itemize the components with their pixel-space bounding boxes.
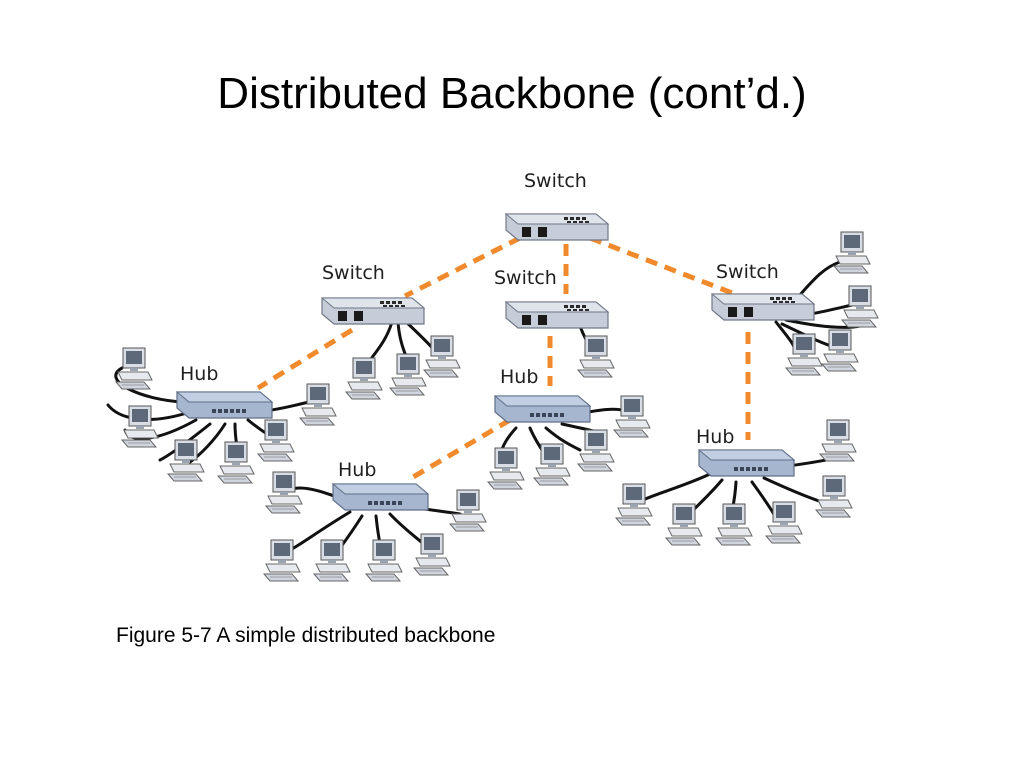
computer-icon <box>345 357 383 400</box>
label-switch-right: Switch <box>716 261 779 283</box>
computer-icon <box>665 503 703 546</box>
computer-icon <box>365 539 403 582</box>
label-hub-mid: Hub <box>500 366 538 388</box>
computer-icon <box>121 405 159 448</box>
computer-icon <box>821 329 859 372</box>
label-switch-mid: Switch <box>494 267 557 289</box>
slide-title: Distributed Backbone (cont’d.) <box>217 69 807 118</box>
link-top-left <box>403 235 522 299</box>
computer-icon <box>819 419 857 462</box>
computer-icon <box>533 443 571 486</box>
link-top-right <box>589 235 741 299</box>
hub-mid <box>494 395 591 423</box>
label-hub-far-left: Hub <box>180 363 218 385</box>
switch-top <box>505 213 609 241</box>
computer-icon <box>615 483 653 526</box>
computer-icon <box>167 439 205 482</box>
backbone-links <box>256 235 751 483</box>
computer-icon <box>389 353 427 396</box>
computer-icon <box>833 231 871 274</box>
computer-icon <box>487 447 525 490</box>
computer-icon <box>313 539 351 582</box>
computer-icon <box>299 383 337 426</box>
computer-icon <box>217 441 255 484</box>
figure-caption: Figure 5-7 A simple distributed backbone <box>116 624 496 647</box>
computer-icon <box>577 429 615 472</box>
computer-icon <box>613 395 651 438</box>
computer-icon <box>449 489 487 532</box>
switch-left <box>321 297 425 325</box>
hub-far-left <box>176 391 273 419</box>
label-hub-bottom-left: Hub <box>338 459 376 481</box>
label-switch-top: Switch <box>524 170 587 192</box>
switch-right <box>711 293 815 321</box>
computer-icon <box>715 503 753 546</box>
switch-mid <box>505 301 609 329</box>
label-hub-right: Hub <box>696 426 734 448</box>
link-left-farhub <box>256 327 354 391</box>
computer-icon <box>257 419 295 462</box>
computer-icon <box>423 335 461 378</box>
hub-bottom-left <box>332 483 429 511</box>
computer-icon <box>815 475 853 518</box>
label-switch-left: Switch <box>322 262 385 284</box>
hub-right <box>698 449 795 477</box>
computer-icon <box>577 335 615 378</box>
computer-icon <box>265 471 303 514</box>
